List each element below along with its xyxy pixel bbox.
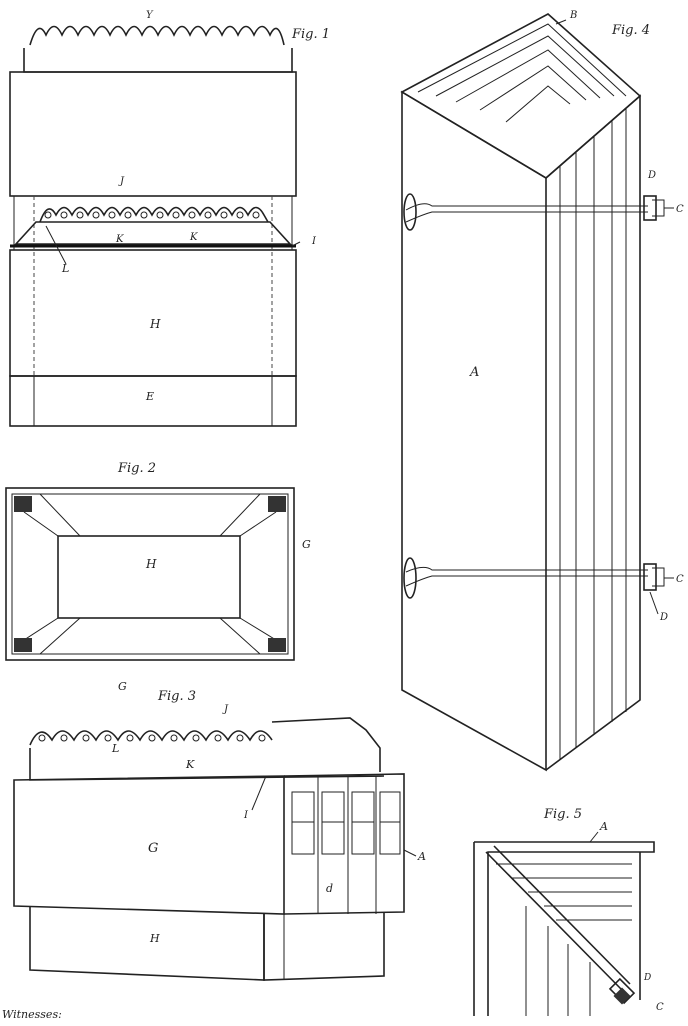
figure-3: Fig. 3 J L K I G d A H [13,689,426,981]
fig1-label-E: E [145,390,154,403]
fig3-label-J: J [222,704,229,715]
fig3-label-I: I [243,810,249,821]
fig4-label-D-top: D [647,170,656,181]
fig3-label-H: H [149,932,160,945]
fig5-title: Fig. 5 [543,807,582,822]
fig3-label-L: L [111,742,119,755]
fig1-title: Fig. 1 [291,27,330,42]
figure-1: Fig. 1 Y J K K L I H E [9,10,330,427]
fig2-label-G-bottom: G [118,680,127,693]
fig3-title: Fig. 3 [157,689,196,704]
fig4-label-B: B [569,10,577,21]
fig4-label-D-bottom: D [659,612,668,623]
fig4-label-C-bottom: C [676,574,684,585]
fig1-label-I: I [311,236,317,247]
fig1-label-Y: Y [146,10,154,21]
fig4-label-A: A [469,365,479,380]
fig4-title: Fig. 4 [611,23,650,38]
figure-5: Fig. 5 A D C [473,807,664,1016]
fig3-label-K: K [185,758,195,771]
figure-4: Fig. 4 B D C A C D [400,10,684,772]
fig5-label-D: D [643,973,651,983]
fig1-label-J: J [118,176,125,187]
witnesses-label: Witnesses: [2,1008,62,1021]
fig1-label-K2: K [189,232,198,243]
fig3-label-d: d [326,882,333,895]
fig2-label-G-right: G [302,538,311,551]
fig1-label-H: H [149,317,161,331]
fig5-label-C: C [656,1002,664,1013]
fig3-label-G: G [148,841,158,856]
figure-2: Fig. 2 H G G [5,461,311,693]
fig1-label-K: K [115,234,124,245]
fig5-label-A: A [599,820,608,833]
fig2-title: Fig. 2 [117,461,156,476]
fig3-label-A: A [417,850,426,863]
fig4-label-C-top: C [676,204,684,215]
fig2-label-H: H [145,557,157,571]
fig1-label-L: L [61,262,69,275]
